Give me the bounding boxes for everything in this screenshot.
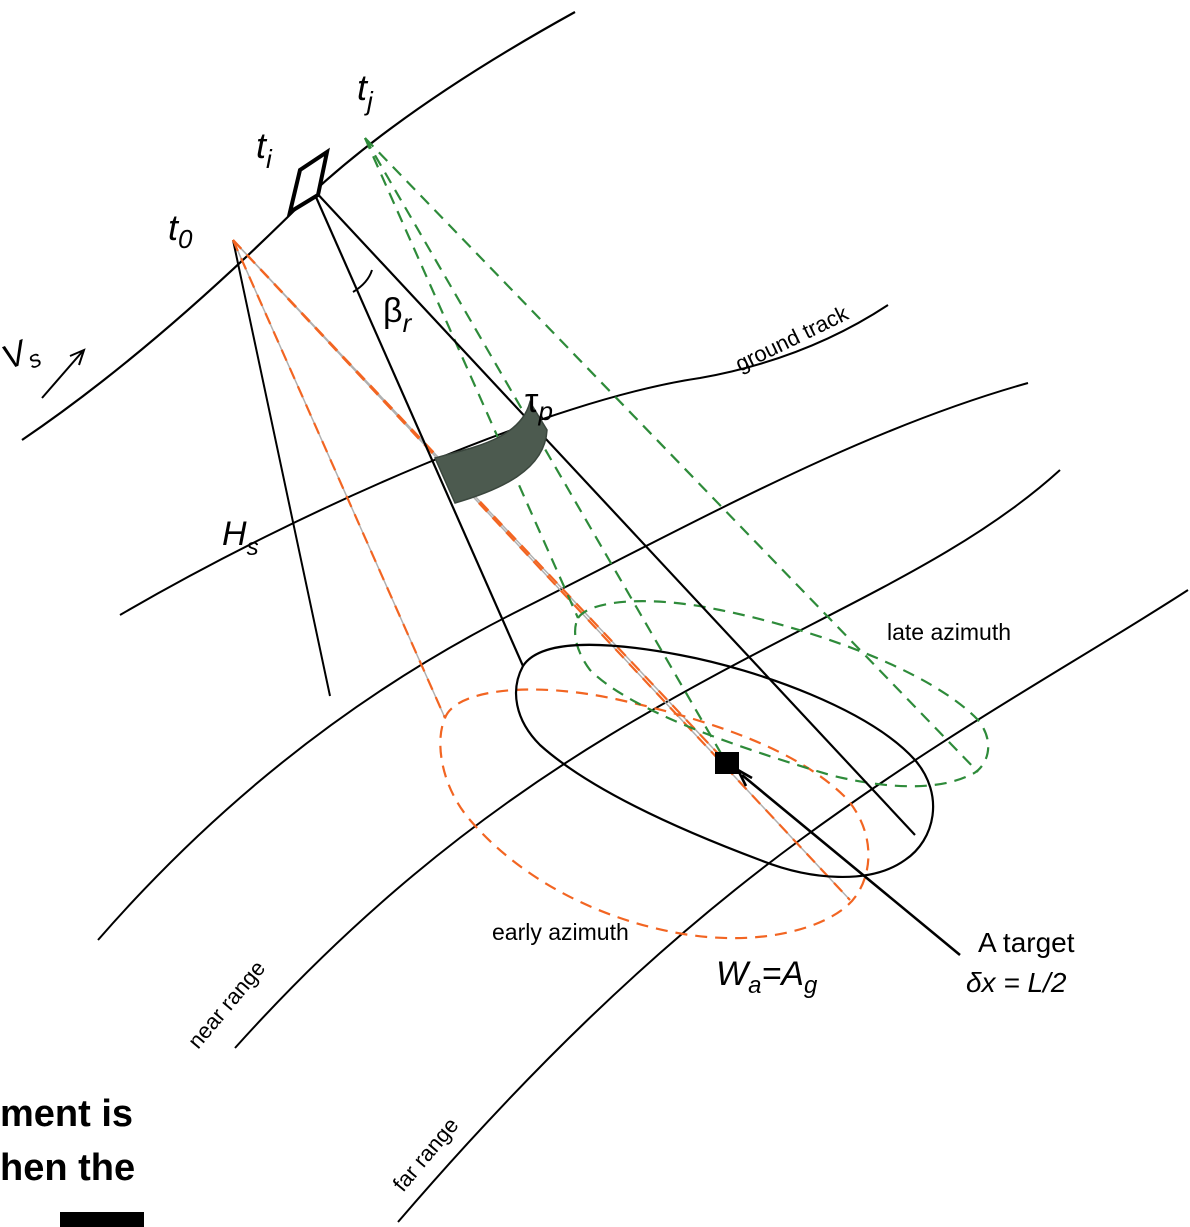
velocity-arrow-line: [41, 351, 83, 399]
flight-path-line: [21, 11, 576, 441]
caption-fragment-line1: ment is: [0, 1093, 133, 1135]
near-range-label: near range: [183, 956, 271, 1054]
target-title-label: A target: [978, 927, 1075, 958]
beta-angle-arc: [352, 269, 373, 293]
svg-text:tj: tj: [357, 67, 374, 116]
early-beam: [231, 239, 870, 940]
svg-text:τp: τp: [525, 382, 553, 426]
ground-track-label: ground track: [731, 300, 853, 377]
ag-subscript: g: [804, 972, 818, 999]
svg-text:Hs: Hs: [222, 515, 259, 561]
tau-subscript: p: [537, 396, 552, 426]
velocity-arrow-head: [69, 348, 86, 366]
far-range-label: far range: [388, 1113, 464, 1197]
ti-label: t: [256, 125, 268, 166]
beam-edge-far: [311, 187, 916, 836]
early-azimuth-label: early azimuth: [492, 919, 629, 945]
t0-subscript: 0: [178, 224, 193, 254]
target-marker: [715, 752, 739, 774]
ground-track-line: [119, 304, 889, 616]
target-pointer-line: [741, 773, 961, 957]
beta-label: β: [383, 292, 403, 330]
tj-subscript: j: [364, 86, 374, 116]
hs-subscript: s: [247, 534, 259, 561]
beam-edge-near: [310, 187, 525, 667]
wa-label: W: [716, 955, 751, 993]
svg-text:Vs: Vs: [0, 329, 45, 383]
svg-text:t0: t0: [168, 207, 193, 254]
tj-label: t: [357, 67, 369, 108]
beta-subscript: r: [403, 308, 413, 338]
near-range-line: [97, 382, 1029, 941]
caption-fragment-line3-partial: [60, 1212, 144, 1227]
t0-label: t: [168, 207, 180, 248]
tau-label: τ: [525, 382, 539, 420]
height-line: [232, 239, 331, 697]
wa-subscript: a: [748, 972, 761, 999]
target-formula-label: δx = L/2: [966, 967, 1067, 998]
svg-text:ti: ti: [256, 125, 273, 174]
beam-footprint: [515, 643, 935, 879]
ti-subscript: i: [266, 144, 273, 174]
wa-equals-ag: =A: [761, 955, 804, 993]
svg-text:Wa=Ag: Wa=Ag: [716, 955, 818, 999]
antenna-icon: [286, 147, 330, 217]
late-beam: [363, 137, 990, 788]
late-azimuth-label: late azimuth: [887, 619, 1011, 645]
mid-range-line: [234, 469, 1061, 1049]
hs-label: H: [222, 515, 247, 553]
pulse-band: [433, 400, 548, 504]
svg-text:βr: βr: [383, 292, 413, 338]
caption-fragment-line2: hen the: [0, 1147, 135, 1189]
target-pointer-head: [734, 766, 753, 787]
far-range-line: [397, 589, 1189, 1223]
